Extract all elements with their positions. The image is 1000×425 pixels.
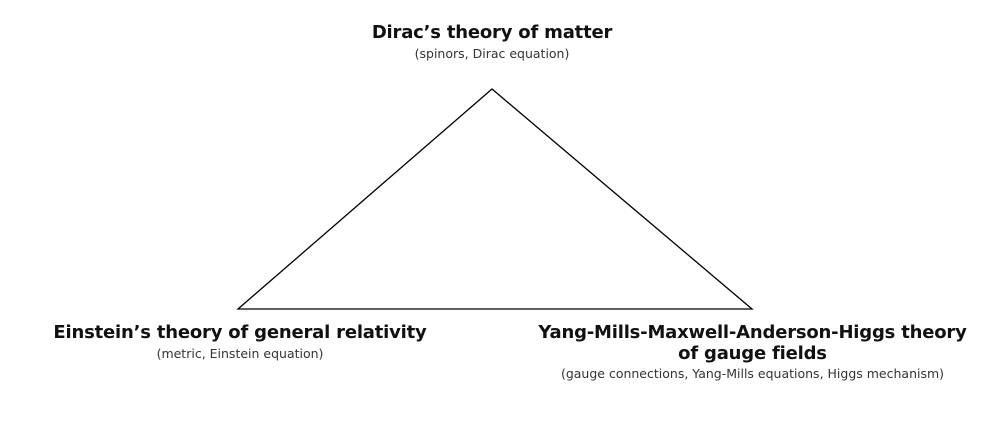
node-subtitle: (gauge connections, Yang-Mills equations… [560, 366, 945, 382]
node-title-line2: of gauge fields [678, 342, 827, 364]
triangle-edges [236, 88, 754, 310]
node-dirac-theory: Dirac’s theory of matter (spinors, Dirac… [292, 22, 692, 61]
node-gauge-theory: Yang-Mills-Maxwell-Anderson-Higgs theory… [515, 322, 990, 382]
node-subtitle: (spinors, Dirac equation) [414, 45, 570, 61]
node-subtitle: (metric, Einstein equation) [156, 345, 324, 361]
node-title-line1: Yang-Mills-Maxwell-Anderson-Higgs theory [538, 322, 967, 343]
node-title: Dirac’s theory of matter [371, 22, 613, 43]
node-einstein-theory: Einstein’s theory of general relativity … [30, 322, 450, 361]
node-title: Einstein’s theory of general relativity [53, 322, 427, 343]
